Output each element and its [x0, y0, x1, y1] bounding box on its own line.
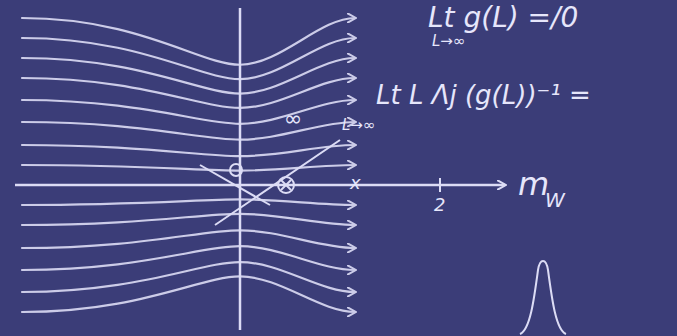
- flow-line: [22, 78, 355, 108]
- fixed-point: [230, 164, 242, 176]
- fixed-point: [278, 177, 294, 193]
- flow-line: [22, 246, 355, 270]
- horizontal-axis: [15, 184, 505, 187]
- peak-curve: [520, 261, 566, 334]
- chalk-label: m: [518, 168, 549, 200]
- vertical-axis: [239, 8, 242, 330]
- diagonal-line: [200, 165, 270, 205]
- diagonal-line: [215, 140, 340, 225]
- flow-line: [22, 165, 355, 171]
- chalk-label: 2: [434, 196, 445, 214]
- chalk-label: L→∞: [432, 34, 465, 49]
- chalk-label: Lt g(L) =/0: [428, 4, 578, 32]
- chalk-label: ∞: [284, 108, 302, 130]
- chalk-label: x: [350, 174, 361, 192]
- flow-line: [22, 100, 355, 124]
- flow-line: [22, 199, 355, 205]
- flow-line: [22, 230, 355, 248]
- fixed-point: [281, 180, 291, 190]
- tick-mark: [439, 178, 441, 192]
- flow-line: [22, 145, 355, 156]
- chalk-label: L→∞: [342, 118, 375, 133]
- flow-line: [22, 214, 355, 225]
- flow-line: [22, 122, 355, 140]
- fixed-point: [281, 180, 291, 190]
- chalk-label: Lt L Λj (g(L))⁻¹ =: [376, 82, 591, 108]
- flow-line: [22, 58, 355, 94]
- flow-line: [22, 276, 355, 312]
- chalk-label: W: [545, 190, 565, 210]
